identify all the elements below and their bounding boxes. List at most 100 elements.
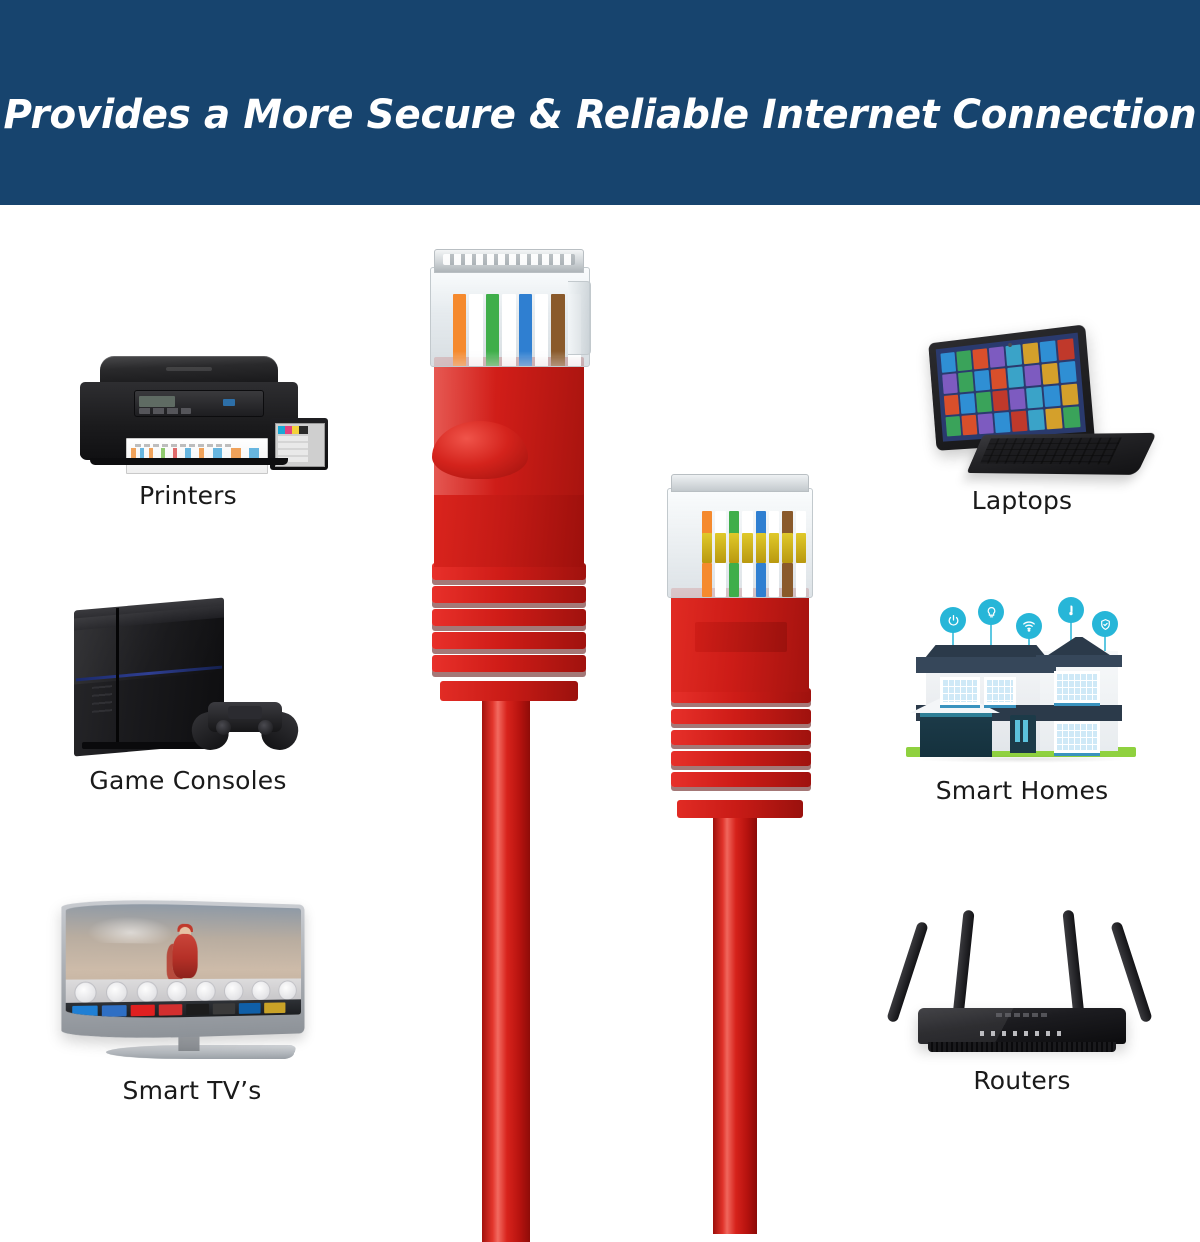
printer-lcd-screen [139,396,175,407]
device-label-routers: Routers [973,1066,1071,1095]
ethernet-patch-cable [0,205,1200,1242]
wire-conductor [795,563,806,597]
device-cell-laptops: Laptops [872,324,1172,515]
wire-conductor [702,511,713,535]
device-label-laptops: Laptops [971,486,1073,515]
device-cell-printers: Printers [38,350,338,510]
connector-clear-housing-right [667,488,813,598]
router-status-leds [980,1031,1066,1036]
house-window [1054,671,1100,703]
boot-rib [432,632,586,649]
rj45-connector-front [420,245,600,1242]
wire-conductor [518,294,532,366]
wire-conductor [768,563,780,597]
wire-conductor [742,563,753,597]
device-label-game-consoles: Game Consoles [89,766,287,795]
wire-conductor [728,511,740,535]
device-cell-game-consoles: Game Consoles [38,597,338,795]
wire-conductor [551,294,565,366]
connector-contact-block-right [671,474,809,492]
boot-rib [432,655,586,672]
thermometer-icon [1058,597,1084,623]
connector-thumb-grip-left [432,421,528,479]
device-cell-routers: Routers [872,900,1172,1095]
boot-rib [432,609,586,626]
connector-clear-housing-left [430,267,590,367]
connector-contact-block-left [434,249,584,273]
device-label-smart-tvs: Smart TV’s [122,1076,262,1105]
page-title: Provides a More Secure & Reliable Intern… [3,91,1197,138]
controller-touchpad [228,706,262,719]
wire-conductor [755,511,766,535]
house-main-roof-lower [916,657,1056,673]
contact-pin [755,533,766,563]
wire-conductor [728,563,740,597]
power-icon [940,607,966,633]
boot-rib [671,772,811,787]
strain-relief-boot-left [432,563,586,705]
wire-conductor [469,294,483,366]
house-window [984,677,1016,705]
contact-pin [768,533,780,563]
printer-icon [38,350,338,475]
lightbulb-icon [978,599,1004,625]
device-label-printers: Printers [139,481,237,510]
contact-pin [795,533,806,563]
printer-button-row [139,408,191,414]
printer-ink-window [275,423,325,467]
boot-collar-left [440,681,578,701]
contact-pin [782,533,793,563]
boot-rib [671,709,811,724]
boot-rib [432,563,586,580]
wire-conductor [782,563,793,597]
printer-power-button [223,399,235,406]
wire-conductor [742,511,753,535]
wire-conductor [502,294,516,366]
rj45-connector-rear [655,470,825,1234]
boot-rib [671,730,811,745]
gold-contact-pins-right [702,533,806,563]
controller-left-stick [216,720,231,735]
twisted-pair-wires-bottom-right [702,563,806,597]
icon-stem [990,623,992,663]
cable-jacket-right [713,814,757,1234]
contact-pin [742,533,753,563]
wire-conductor [453,294,467,366]
twisted-pair-wires-top-right [702,511,806,535]
boot-rib [432,586,586,603]
house-window [1054,721,1100,753]
printer-base [90,458,288,465]
smart-home-icon [872,595,1172,770]
wire-conductor [782,511,793,535]
contact-pin [715,533,726,563]
house-gable-roof-lower [1036,655,1122,667]
contact-pin [702,533,713,563]
wire-conductor [702,563,713,597]
connector-label-panel-right [695,622,787,652]
wire-conductor [768,511,780,535]
device-label-smart-homes: Smart Homes [935,776,1109,805]
house-front-door [1010,715,1036,753]
wire-conductor [715,563,726,597]
console-stand [82,742,212,749]
game-console-icon [38,597,338,760]
controller-right-stick [258,720,273,735]
router-brand-mark [996,1013,1048,1017]
device-cell-smart-tvs: Smart TV’s [42,895,342,1105]
wire-conductor [715,511,726,535]
wire-conductor [795,511,806,535]
router-base-vents [928,1042,1116,1052]
header-banner: Provides a More Secure & Reliable Intern… [0,0,1200,205]
boot-collar-right [677,800,803,818]
connector-latch-left [568,281,591,355]
strain-relief-boot-right [671,688,811,808]
house-shadow [916,755,1128,763]
device-cell-smart-homes: Smart Homes [872,595,1172,805]
house-window [940,677,980,705]
twisted-pair-wires-left [453,294,581,366]
console-controller [186,696,304,754]
connector-shell-lower-left [434,491,584,567]
wire-conductor [485,294,500,366]
router-icon [872,900,1172,1060]
contact-pin [728,533,740,563]
